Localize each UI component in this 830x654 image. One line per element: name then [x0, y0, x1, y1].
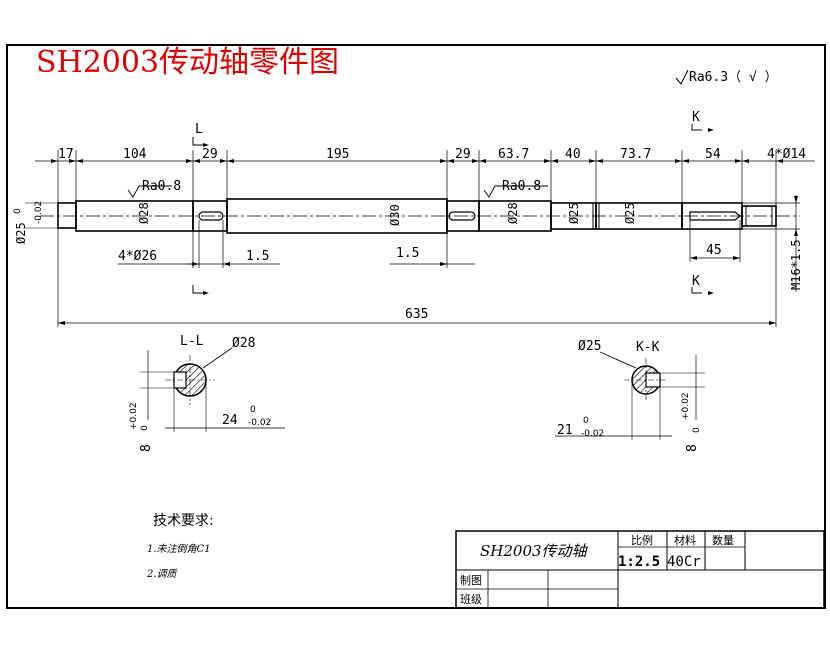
svg-text:Ra0.8: Ra0.8: [142, 179, 181, 194]
section-mark-L-bottom: [192, 285, 209, 295]
dim-63-7: 63.7: [498, 147, 529, 162]
general-roughness: Ra6.3（ √ ）: [675, 69, 778, 85]
svg-text:L: L: [195, 122, 203, 137]
dim-45: 45: [706, 243, 722, 258]
section-mark-K-top: K: [691, 110, 714, 132]
title-block-material: 40Cr: [667, 554, 701, 570]
dia-28b: Ø28: [506, 202, 520, 224]
dia-25-tol-low: -0.02: [34, 201, 44, 224]
svg-text:L-L: L-L: [180, 334, 204, 349]
dim-73-7: 73.7: [620, 147, 651, 162]
title-block-class-label: 班级: [460, 593, 482, 606]
dia-25-left: Ø25: [14, 222, 28, 244]
svg-text:Ra6.3（ √ ）: Ra6.3（ √ ）: [689, 70, 778, 85]
roughness-symbol-1: Ra0.8: [127, 179, 181, 198]
svg-text:Ø25: Ø25: [578, 339, 601, 354]
section-mark-L-top: L: [192, 122, 209, 147]
svg-text:+0.02: +0.02: [129, 402, 139, 430]
svg-text:8: 8: [139, 444, 154, 452]
dim-195: 195: [326, 147, 349, 162]
svg-text:8: 8: [685, 444, 700, 452]
title-block-name: SH2003传动轴: [480, 542, 589, 560]
dia-25b: Ø25: [567, 202, 581, 224]
dim-54: 54: [705, 147, 721, 162]
dia-25c: Ø25: [623, 202, 637, 224]
svg-text:Ø28: Ø28: [232, 336, 255, 351]
dim-29b: 29: [455, 147, 471, 162]
svg-text:K-K: K-K: [636, 340, 660, 355]
dim-1-5a: 1.5: [246, 249, 269, 264]
svg-text:0: 0: [250, 405, 256, 415]
svg-text:0: 0: [140, 425, 150, 431]
dim-40: 40: [565, 147, 581, 162]
keyway-1: [198, 211, 224, 221]
dim-1-5b: 1.5: [396, 246, 419, 261]
svg-text:Ra0.8: Ra0.8: [502, 179, 541, 194]
dim-17: 17: [58, 147, 74, 162]
title-block-quantity-label: 数量: [712, 534, 734, 547]
tech-requirement-1: 1.未注倒角C1: [147, 543, 211, 555]
svg-text:0: 0: [583, 416, 589, 426]
svg-text:0: 0: [692, 427, 702, 433]
page-title: SH2003传动轴零件图: [36, 45, 339, 80]
dim-104: 104: [123, 147, 147, 162]
title-block-scale: 1:2.5: [618, 554, 660, 570]
dia-25-tol-up: 0: [13, 208, 23, 214]
svg-text:+0.02: +0.02: [681, 392, 691, 420]
section-KK: K-K Ø25 8 +0.02 0 21 0 -0.02: [555, 339, 705, 452]
svg-text:K: K: [692, 274, 700, 289]
tech-requirements-heading: 技术要求:: [153, 513, 214, 529]
svg-text:21: 21: [557, 423, 573, 438]
keyway-3: [689, 211, 741, 221]
drawing-frame: [6, 44, 826, 609]
title-block-drawn-label: 制图: [460, 574, 482, 587]
dia-30: Ø30: [388, 204, 402, 226]
dim-4x14: 4*Ø14: [767, 147, 806, 162]
svg-text:24: 24: [222, 413, 238, 428]
dim-thread: M16*1.5: [789, 239, 803, 290]
title-block: [455, 530, 825, 609]
dim-total-635: 635: [405, 307, 428, 322]
tech-requirement-2: 2.调质: [146, 568, 179, 580]
title-block-material-label: 材料: [674, 533, 696, 547]
shaft-seg-left: [57, 202, 77, 229]
svg-text:-0.02: -0.02: [581, 429, 604, 439]
title-block-scale-label: 比例: [631, 533, 653, 547]
svg-text:K: K: [692, 110, 700, 125]
section-LL: L-L Ø28 8 +0.02 0 24 0 -0.02: [129, 334, 285, 452]
section-mark-K-bottom: K: [691, 274, 714, 295]
roughness-symbol-2: Ra0.8: [483, 179, 548, 198]
dim-4x26: 4*Ø26: [118, 249, 157, 264]
dia-28a: Ø28: [137, 202, 151, 224]
svg-text:-0.02: -0.02: [248, 418, 271, 428]
dim-29a: 29: [202, 147, 218, 162]
